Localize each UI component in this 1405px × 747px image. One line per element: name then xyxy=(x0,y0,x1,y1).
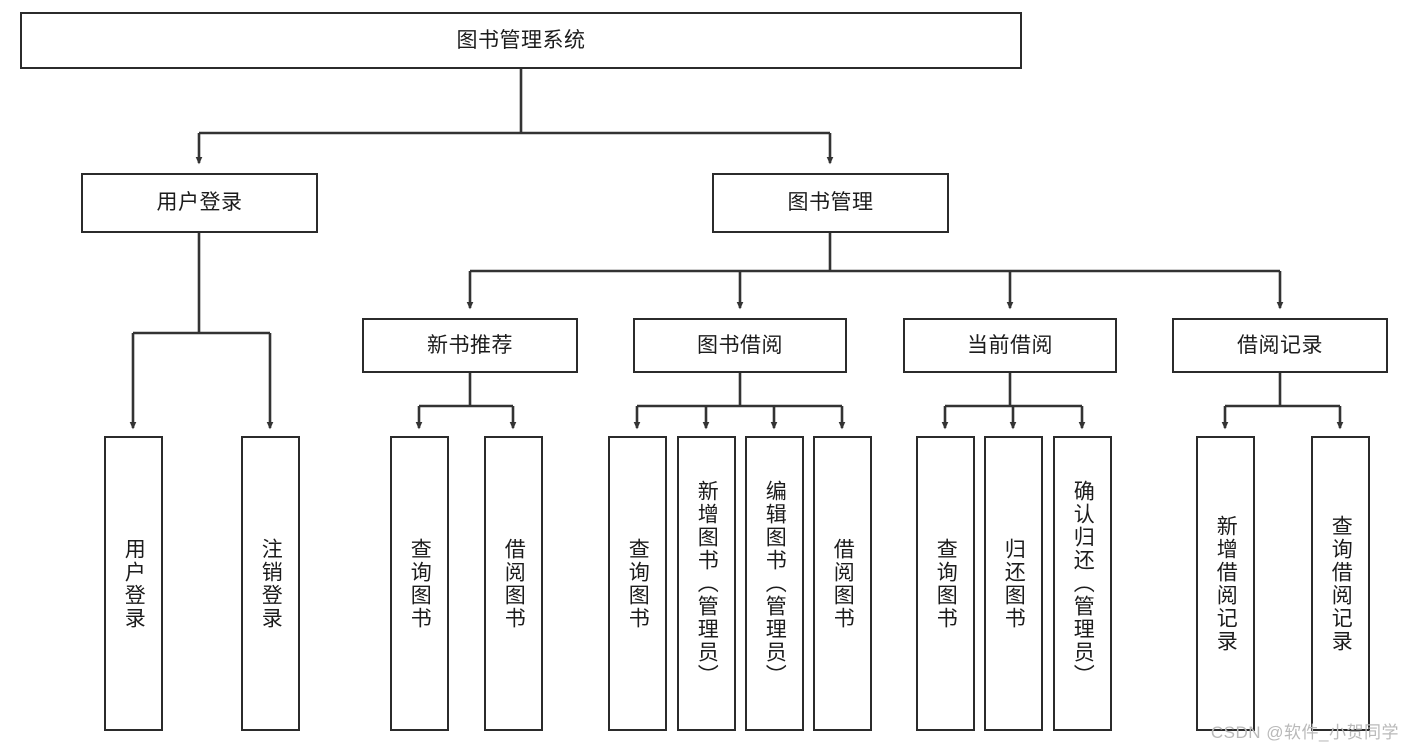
node-label: 查询图书 xyxy=(626,537,650,630)
node-label: 确认归还（管理员） xyxy=(1071,480,1095,687)
leaf-current-borrow-return[interactable]: 归还图书 xyxy=(984,436,1043,731)
node-label: 归还图书 xyxy=(1002,537,1026,630)
leaf-user-login-login[interactable]: 用户登录 xyxy=(104,436,163,731)
node-label: 借阅记录 xyxy=(1237,333,1323,357)
node-book-management[interactable]: 图书管理 xyxy=(712,173,949,233)
node-label: 图书管理 xyxy=(787,191,874,215)
node-label: 新增图书（管理员） xyxy=(695,480,719,687)
leaf-new-book-borrow[interactable]: 借阅图书 xyxy=(484,436,543,731)
node-new-book-recommend[interactable]: 新书推荐 xyxy=(362,318,578,373)
node-book-borrow[interactable]: 图书借阅 xyxy=(633,318,847,373)
leaf-current-borrow-query[interactable]: 查询图书 xyxy=(916,436,975,731)
node-label: 当前借阅 xyxy=(967,333,1053,357)
leaf-book-borrow-add-admin[interactable]: 新增图书（管理员） xyxy=(677,436,736,731)
leaf-user-login-logout[interactable]: 注销登录 xyxy=(241,436,300,731)
node-borrow-record[interactable]: 借阅记录 xyxy=(1172,318,1388,373)
leaf-book-borrow-edit-admin[interactable]: 编辑图书（管理员） xyxy=(745,436,804,731)
leaf-current-borrow-confirm-admin[interactable]: 确认归还（管理员） xyxy=(1053,436,1112,731)
csdn-watermark: CSDN @软件_小贺同学 xyxy=(1210,723,1399,742)
node-label: 图书借阅 xyxy=(697,333,783,357)
leaf-new-book-query[interactable]: 查询图书 xyxy=(390,436,449,731)
node-label: 注销登录 xyxy=(259,537,283,630)
node-user-login[interactable]: 用户登录 xyxy=(81,173,318,233)
leaf-borrow-record-query[interactable]: 查询借阅记录 xyxy=(1311,436,1370,731)
node-label: 新书推荐 xyxy=(427,333,513,357)
node-root-book-management-system[interactable]: 图书管理系统 xyxy=(20,12,1022,69)
node-label: 借阅图书 xyxy=(831,537,855,630)
node-label: 查询图书 xyxy=(408,537,432,630)
node-label: 用户登录 xyxy=(122,537,146,630)
node-current-borrow[interactable]: 当前借阅 xyxy=(903,318,1117,373)
node-label: 查询图书 xyxy=(934,537,958,630)
node-label: 借阅图书 xyxy=(502,537,526,630)
leaf-book-borrow-borrow[interactable]: 借阅图书 xyxy=(813,436,872,731)
node-label: 图书管理系统 xyxy=(456,28,586,52)
node-label: 查询借阅记录 xyxy=(1329,514,1353,653)
node-label: 用户登录 xyxy=(156,191,243,215)
node-label: 新增借阅记录 xyxy=(1214,514,1238,653)
leaf-book-borrow-query[interactable]: 查询图书 xyxy=(608,436,667,731)
leaf-borrow-record-add[interactable]: 新增借阅记录 xyxy=(1196,436,1255,731)
node-label: 编辑图书（管理员） xyxy=(763,480,787,687)
